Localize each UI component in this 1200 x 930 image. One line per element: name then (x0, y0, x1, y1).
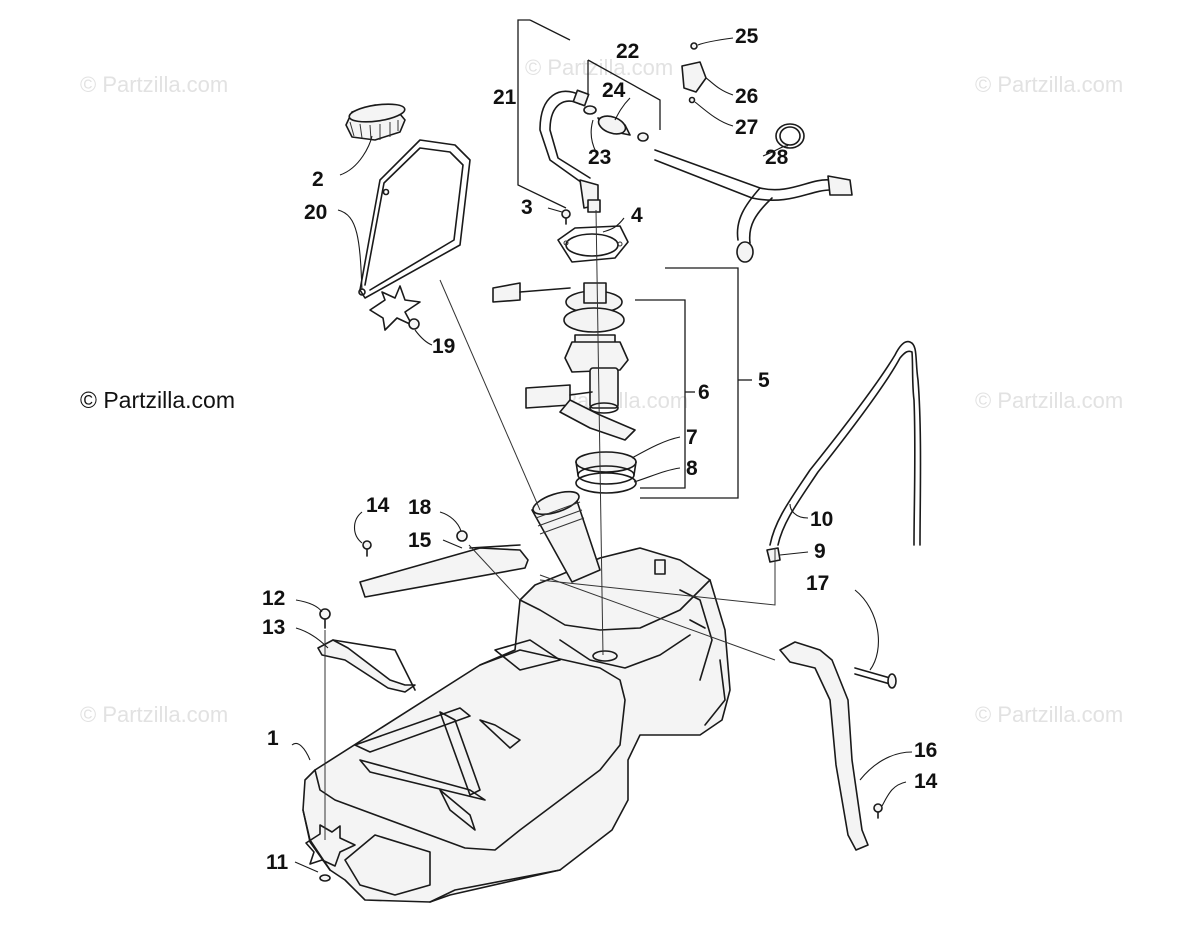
fuel-cap (345, 103, 406, 141)
callout-17: 17 (806, 572, 829, 595)
assembly-lines (324, 209, 776, 840)
callout-10: 10 (810, 508, 833, 531)
pump-gasket (557, 225, 629, 263)
callout-13: 13 (262, 616, 285, 639)
callout-21: 21 (493, 86, 517, 109)
hose-clamp (775, 123, 805, 149)
callout-22: 22 (616, 40, 639, 63)
callout-labels: 1 2 3 4 5 6 7 8 9 10 11 12 13 14 14 15 1… (262, 25, 938, 874)
callout-7: 7 (686, 426, 698, 449)
callout-3: 3 (521, 196, 533, 219)
tether-clip (369, 285, 421, 331)
watermark-main: © Partzilla.com (80, 387, 235, 413)
callout-14-rear: 14 (914, 770, 938, 793)
callout-28: 28 (765, 146, 789, 169)
fuel-pump-assembly (492, 282, 636, 441)
callout-18: 18 (408, 496, 432, 519)
callout-1: 1 (267, 727, 279, 750)
tank-seal (575, 472, 637, 494)
callout-15: 15 (408, 529, 432, 552)
callout-20: 20 (304, 201, 327, 224)
vent-hose-clip (766, 547, 781, 563)
strap-screw-rear (873, 803, 883, 819)
callout-14-top: 14 (366, 494, 390, 517)
tank-star-nut (305, 824, 356, 882)
watermark-layer: © Partzilla.com © Partzilla.com © Partzi… (80, 55, 1123, 727)
tank-strap-front (359, 530, 529, 598)
strap-bolt (854, 667, 897, 689)
fuel-hose-outlet (654, 149, 853, 263)
tank-strap-left (317, 639, 416, 693)
callout-4: 4 (631, 204, 643, 227)
strap-screw-top (362, 540, 372, 557)
callout-26: 26 (735, 85, 758, 108)
callout-brackets (517, 19, 752, 499)
watermark-top-left: © Partzilla.com (80, 72, 228, 97)
leader-lines (291, 37, 913, 873)
fuel-hose-upper (539, 89, 601, 213)
watermark-mid-right: © Partzilla.com (975, 388, 1123, 413)
callout-2: 2 (312, 168, 324, 191)
cap-tether (358, 139, 471, 299)
callout-24: 24 (602, 79, 626, 102)
vent-hose (769, 340, 922, 546)
watermark-bottom-right: © Partzilla.com (975, 702, 1123, 727)
hose-clip-assembly (681, 42, 707, 104)
watermark-bottom-left: © Partzilla.com (80, 702, 228, 727)
callout-16: 16 (914, 739, 937, 762)
callout-11: 11 (266, 851, 289, 874)
callout-19: 19 (432, 335, 455, 358)
watermark-top-right: © Partzilla.com (975, 72, 1123, 97)
pump-screw (561, 209, 571, 225)
lock-ring (575, 451, 637, 485)
callout-6: 6 (698, 381, 710, 404)
callout-5: 5 (758, 369, 770, 392)
callout-23: 23 (588, 146, 611, 169)
callout-12: 12 (262, 587, 285, 610)
filler-neck (531, 490, 601, 583)
fuel-filter (583, 105, 649, 142)
watermark-top-center: © Partzilla.com (525, 55, 673, 80)
callout-27: 27 (735, 116, 758, 139)
tank-strap-rear (779, 641, 869, 851)
callout-8: 8 (686, 457, 698, 480)
fuel-tank (302, 547, 731, 903)
strap-screw-left (319, 608, 331, 629)
callout-25: 25 (735, 25, 759, 48)
callout-9: 9 (814, 540, 826, 563)
